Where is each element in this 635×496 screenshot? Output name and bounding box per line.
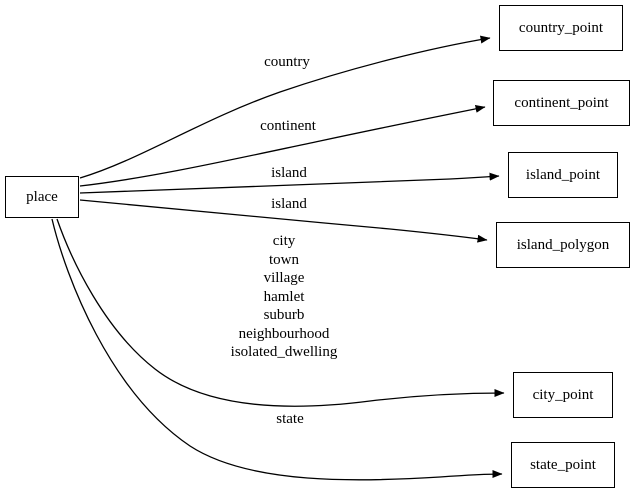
node-continent-point[interactable]: continent_point xyxy=(493,80,630,126)
node-island-polygon[interactable]: island_polygon xyxy=(496,222,630,268)
node-island-point-label: island_point xyxy=(525,166,601,183)
node-city-point[interactable]: city_point xyxy=(513,372,613,418)
edge-label-continent: continent xyxy=(260,118,316,134)
edge-paths xyxy=(51,35,505,481)
edge-label-island-polygon: island xyxy=(271,196,307,212)
edge-label-country: country xyxy=(264,54,310,70)
edge-place-city_point xyxy=(56,218,505,407)
node-island-polygon-label: island_polygon xyxy=(516,236,610,253)
edge-place-country_point xyxy=(79,35,491,179)
edge-place-state_point xyxy=(51,218,503,481)
edge-label-state: state xyxy=(276,411,304,427)
node-country-point-label: country_point xyxy=(518,19,604,36)
node-city-point-label: city_point xyxy=(532,386,594,403)
node-island-point[interactable]: island_point xyxy=(508,152,618,198)
node-country-point[interactable]: country_point xyxy=(499,5,623,51)
node-continent-point-label: continent_point xyxy=(514,94,609,111)
edge-place-continent_point xyxy=(79,104,486,187)
node-place-label: place xyxy=(26,188,58,205)
edge-label-island-point: island xyxy=(271,165,307,181)
node-state-point[interactable]: state_point xyxy=(511,442,615,488)
edge-place-island_point xyxy=(79,172,500,194)
edge-place-island_polygon xyxy=(79,199,488,243)
node-place[interactable]: place xyxy=(5,176,79,218)
edge-label-city-kinds: city town village hamlet suburb neighbou… xyxy=(230,233,338,360)
node-state-point-label: state_point xyxy=(530,456,596,473)
